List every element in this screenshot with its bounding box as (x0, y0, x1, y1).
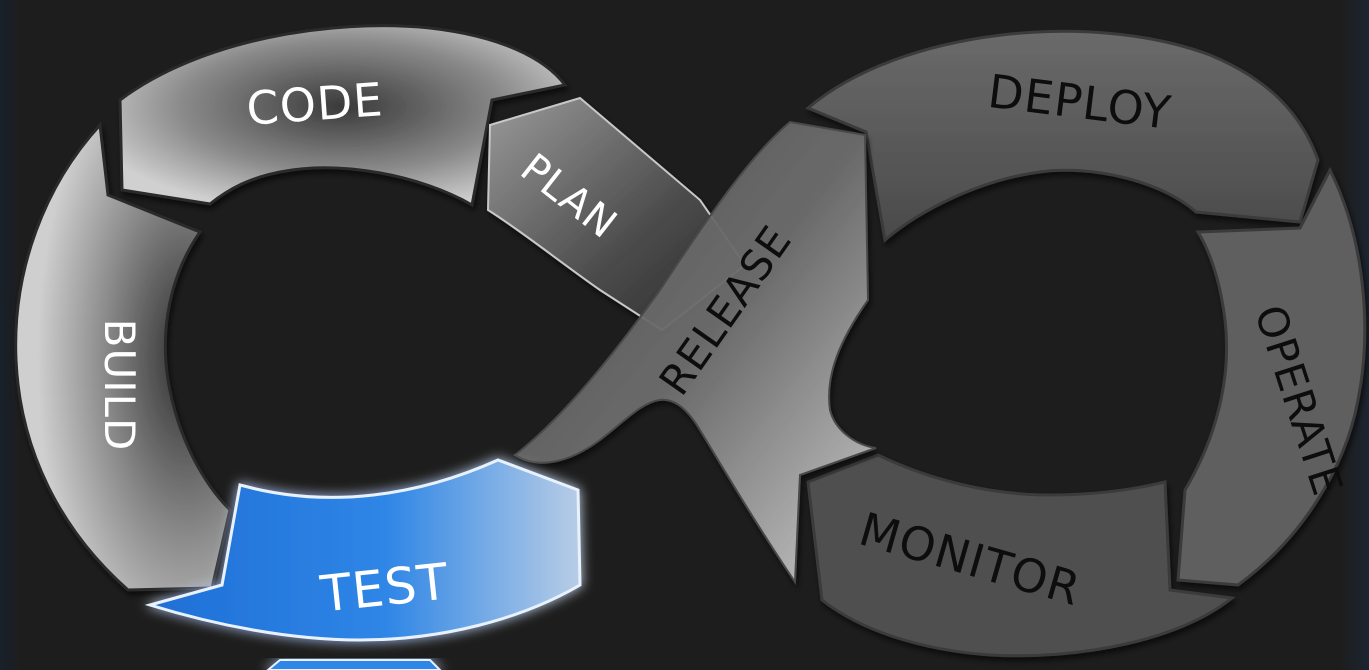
test-arrow-tip (266, 659, 442, 670)
stage-label-test: TEST (317, 552, 452, 623)
stage-test-segment[interactable] (144, 458, 582, 642)
stage-label-code: CODE (245, 72, 385, 135)
stage-operate-segment[interactable] (1176, 166, 1367, 587)
stage-build-segment[interactable] (14, 121, 232, 592)
stage-deploy-segment[interactable] (805, 29, 1320, 243)
stage-release-segment[interactable] (513, 120, 877, 586)
stage-code-segment[interactable] (118, 24, 568, 208)
stage-label-build: BUILD (95, 319, 144, 452)
stage-monitor-segment[interactable] (806, 453, 1236, 658)
